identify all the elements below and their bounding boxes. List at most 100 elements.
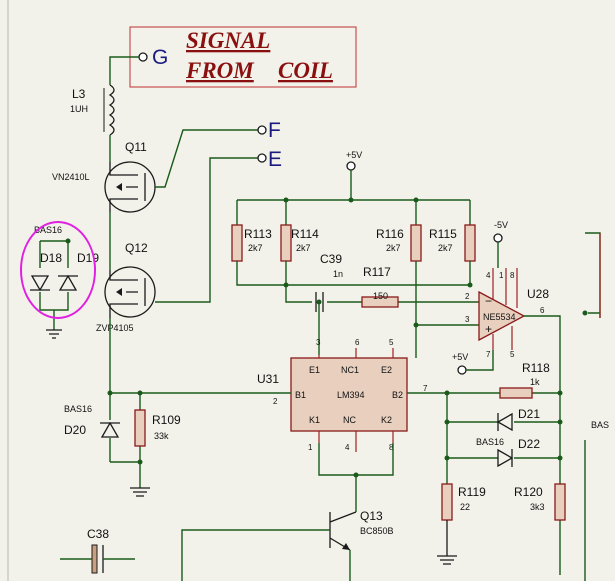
rail-mid-wires	[236, 261, 471, 286]
u28-pin6: 6	[540, 306, 545, 315]
q11-value: VN2410L	[52, 172, 90, 182]
r116-value: 2k7	[386, 243, 401, 253]
u31-ref: U31	[257, 372, 279, 386]
transistor-q13: Q13 BC850B	[300, 509, 394, 581]
junction-r118-out	[557, 390, 563, 396]
p5v-opamp-label: +5V	[452, 352, 468, 362]
u28-minus: −	[485, 294, 492, 308]
q11-leads	[109, 162, 138, 212]
p5v-top-label: +5V	[346, 150, 362, 160]
power-5v-opamp: +5V	[452, 350, 494, 375]
diode-pair-d18-d19: BAS16 D18 D19	[20, 221, 99, 339]
u31-pin5: 5	[389, 338, 394, 347]
junction-e1	[316, 299, 322, 305]
junction-r115-mid	[467, 282, 473, 288]
q12-body	[104, 266, 156, 318]
d19-symbol	[58, 274, 78, 291]
u31-b2: B2	[392, 390, 403, 400]
d22-ref: D22	[518, 437, 540, 451]
r119-value: 22	[460, 502, 470, 512]
q13-leads	[329, 511, 357, 551]
signal-from-coil-label: SIGNAL FROM COIL	[129, 26, 357, 88]
junction-d22-right	[557, 455, 563, 461]
u31-nc: NC	[343, 415, 356, 425]
resistor-r109: R109 33k	[134, 409, 181, 447]
u28-aux-pins	[492, 268, 518, 350]
u31-value: LM394	[337, 390, 365, 400]
port-f-label: F	[268, 119, 281, 142]
diode-d21: D21	[496, 407, 540, 432]
r113-value: 2k7	[248, 243, 263, 253]
port-e-label: E	[268, 148, 282, 171]
d19-ref: D19	[77, 251, 99, 265]
l3-value: 1UH	[70, 104, 88, 114]
u28-pin2: 2	[465, 292, 470, 301]
junction-d22-left	[444, 455, 450, 461]
resistor-r114: R114 2k7	[280, 224, 319, 262]
u28-ref: U28	[527, 287, 549, 301]
wire-g-l3	[109, 56, 139, 85]
junction-rail-2	[348, 197, 354, 203]
u31-pin4: 4	[345, 443, 350, 452]
u31-k1: K1	[309, 415, 320, 425]
p5v-opamp-terminal	[457, 365, 467, 375]
port-g-terminal	[138, 52, 148, 62]
junction-d-top	[65, 238, 71, 244]
d21-ref: D21	[518, 407, 540, 421]
l3-coil	[108, 84, 115, 136]
wire-r114-c39-r117	[285, 261, 479, 303]
u31-body	[290, 357, 408, 432]
c39-ref: C39	[320, 252, 342, 266]
u28-pin8: 8	[510, 271, 515, 280]
r118-body	[499, 387, 533, 399]
u31-b1: B1	[295, 390, 306, 400]
power-m5v: -5V	[493, 220, 508, 268]
diode-d20: BAS16 D20	[64, 393, 120, 462]
capacitor-c38: C38	[60, 527, 135, 574]
r109-body	[134, 409, 146, 447]
r115-body	[464, 224, 476, 262]
d20-symbol	[100, 421, 120, 438]
u28-body	[478, 290, 526, 342]
capacitor-c39: C39 1n	[315, 252, 343, 312]
ground-r119-icon	[437, 520, 457, 565]
r113-body	[231, 224, 243, 262]
right-edge-wire	[585, 232, 601, 318]
r118-value: 1k	[530, 377, 540, 387]
resistor-r113: R113 2k7	[231, 224, 272, 262]
u31-nc1: NC1	[341, 365, 359, 375]
junction-rail-1	[283, 197, 289, 203]
highlight-circle	[20, 221, 96, 319]
opamp-u28: − + NE5534 U28 2 3 4 1 8 6 7 5	[465, 268, 549, 359]
q12-ref: Q12	[125, 241, 148, 255]
r119-ref: R119	[458, 485, 486, 499]
port-g: G	[138, 46, 168, 69]
d18-d19-wires	[39, 240, 69, 330]
resistor-r119: R119 22	[441, 483, 486, 521]
junction-d21-right	[557, 419, 563, 425]
u28-value: NE5534	[483, 312, 516, 322]
l3-ref: L3	[72, 87, 86, 101]
power-5v-top: +5V	[346, 150, 362, 171]
port-f-terminal	[257, 125, 267, 135]
u28-pin3: 3	[465, 315, 470, 324]
r117-value: 150	[373, 291, 388, 301]
r116-body	[410, 224, 422, 262]
r120-body	[554, 483, 566, 521]
wire-d21-d22	[446, 393, 560, 484]
junction-d21-left	[444, 419, 450, 425]
d21-symbol	[496, 412, 513, 432]
port-e: E	[257, 148, 282, 171]
junction-r114-mid	[283, 282, 289, 288]
d18-ground-icon	[46, 329, 62, 339]
r117-body	[361, 296, 399, 308]
r120-value: 3k3	[530, 502, 545, 512]
u31-e1: E1	[309, 365, 320, 375]
r113-ref: R113	[244, 227, 272, 241]
u28-pin4: 4	[486, 271, 491, 280]
c38-ref: C38	[87, 527, 109, 541]
u31-pin7: 7	[423, 384, 428, 393]
rail-top-wires	[236, 170, 471, 225]
resistor-r116: R116 2k7	[376, 224, 422, 262]
